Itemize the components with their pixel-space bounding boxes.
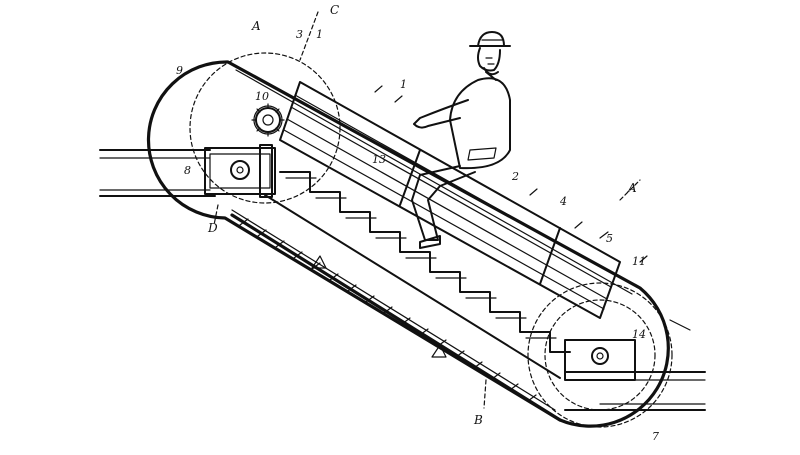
label-7: 7 xyxy=(652,430,659,443)
label-1-top: 1 xyxy=(316,28,323,41)
top-guides xyxy=(374,85,691,331)
bottom-chain xyxy=(230,213,562,422)
sprocket-wheel xyxy=(251,103,285,137)
label-A-top: A xyxy=(251,19,261,33)
rider-figure xyxy=(411,31,511,249)
label-D: D xyxy=(207,221,218,235)
carriage-panels xyxy=(279,81,621,319)
label-C-top: C xyxy=(330,3,339,17)
label-B: B xyxy=(473,413,483,427)
lower-drum xyxy=(527,282,673,428)
label-A-right: A xyxy=(627,181,637,195)
upper-landing xyxy=(99,149,216,197)
upper-bracket xyxy=(204,144,276,198)
staircase xyxy=(264,171,571,379)
label-10: 10 xyxy=(255,90,269,103)
lower-bracket xyxy=(564,339,636,381)
label-9: 9 xyxy=(176,64,183,77)
label-13: 13 xyxy=(372,153,386,166)
label-4: 4 xyxy=(559,195,567,208)
label-1-upper: 1 xyxy=(400,78,407,91)
label-3-top: 3 xyxy=(296,28,303,41)
label-5: 5 xyxy=(606,232,613,245)
label-14: 14 xyxy=(632,328,646,341)
annotation-labels: A C 3 1 9 10 1 13 8 D 2 4 A 5 11 14 B 7 xyxy=(176,3,659,443)
reference-lines xyxy=(213,11,641,409)
label-11: 11 xyxy=(632,255,646,268)
label-8: 8 xyxy=(184,164,191,177)
label-2: 2 xyxy=(511,170,519,183)
outer-casing xyxy=(146,60,670,428)
upper-drum xyxy=(189,52,341,204)
